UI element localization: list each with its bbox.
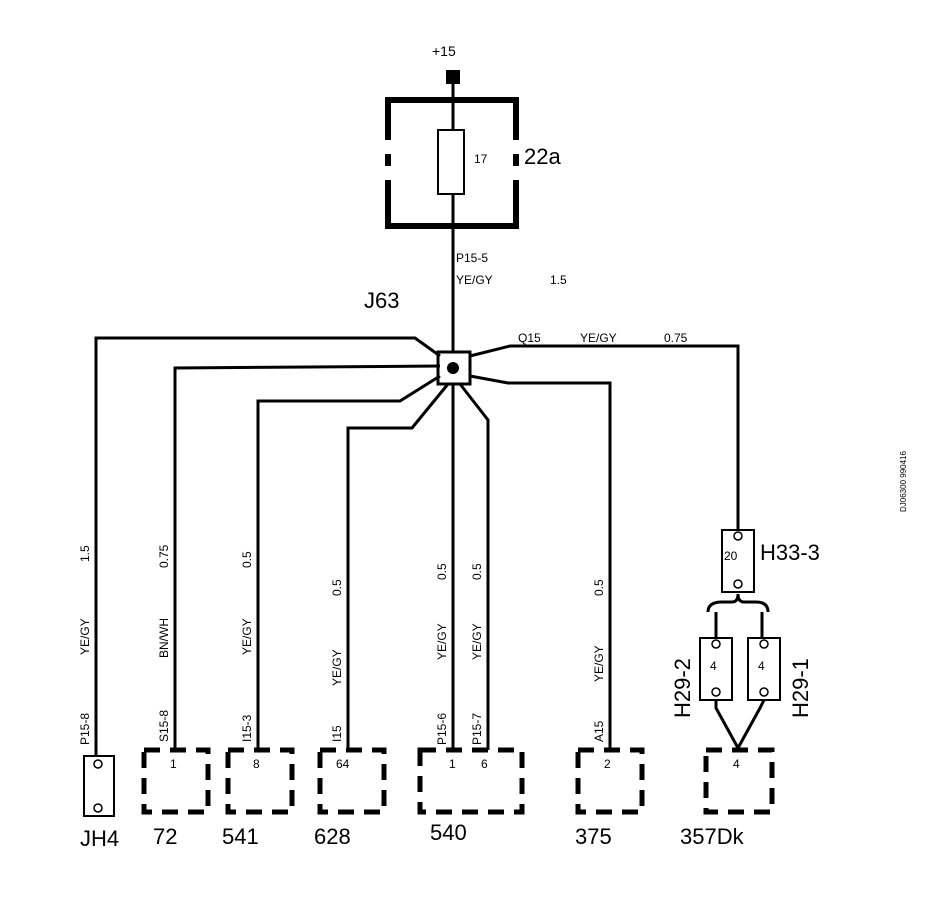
junction-label: J63 bbox=[364, 288, 399, 313]
connector-540-pin-b: 6 bbox=[481, 757, 488, 771]
h29-2-pin: 4 bbox=[710, 659, 717, 673]
wire-color: YE/GY bbox=[592, 645, 606, 682]
pin-bottom bbox=[711, 687, 721, 697]
wire-i15 bbox=[346, 383, 450, 750]
wire-size: 0.5 bbox=[435, 563, 449, 580]
pin-top bbox=[733, 531, 743, 541]
connector-628-label: 628 bbox=[314, 824, 351, 849]
pin-bottom bbox=[759, 687, 769, 697]
wire-color: YE/GY bbox=[435, 623, 449, 660]
wire-code: I15 bbox=[330, 725, 344, 742]
connector-540 bbox=[417, 747, 525, 815]
pin-top bbox=[711, 639, 721, 649]
wire-labels-s15-8: 0.75 BN/WH S15-8 bbox=[157, 544, 171, 742]
wire-s15-8 bbox=[173, 364, 441, 750]
connector-375-label: 375 bbox=[575, 824, 612, 849]
connector-375-pin: 2 bbox=[604, 757, 611, 771]
wire-labels-p15-6: 0.5 YE/GY P15-6 bbox=[435, 563, 449, 745]
connector-jh4-label: JH4 bbox=[80, 826, 119, 851]
wire-size: 0.5 bbox=[470, 563, 484, 580]
connector-375 bbox=[575, 747, 645, 815]
pin-bottom bbox=[93, 803, 103, 813]
h33-pin: 20 bbox=[724, 549, 738, 563]
wire-color: YE/GY bbox=[330, 649, 344, 686]
wire-code: P15-6 bbox=[435, 713, 449, 745]
wire-size: 1.5 bbox=[78, 545, 92, 562]
wire-color: BN/WH bbox=[157, 618, 171, 658]
fuse-number: 17 bbox=[474, 152, 488, 166]
wire-color: YE/GY bbox=[240, 618, 254, 655]
wire-color: YE/GY bbox=[470, 623, 484, 660]
h33-label: H33-3 bbox=[760, 540, 820, 565]
wire-code: S15-8 bbox=[157, 710, 171, 742]
connector-541 bbox=[225, 747, 295, 815]
connector-541-label: 541 bbox=[222, 824, 259, 849]
connector-72 bbox=[141, 747, 211, 815]
wire-labels-i15-3: 0.5 YE/GY I15-3 bbox=[240, 551, 254, 742]
pin-top bbox=[93, 759, 103, 769]
wire-code: P15-7 bbox=[470, 713, 484, 745]
supply-label: +15 bbox=[432, 43, 456, 59]
wire-a15 bbox=[469, 374, 612, 750]
wire-i15-3 bbox=[256, 374, 441, 750]
document-id: DJ06300 990416 bbox=[899, 451, 908, 512]
connector-628-pin: 64 bbox=[336, 757, 350, 771]
wire-code: A15 bbox=[592, 720, 606, 742]
wire-color: YE/GY bbox=[78, 618, 92, 655]
wire-labels-i15: 0.5 YE/GY I15 bbox=[330, 579, 344, 742]
connector-72-label: 72 bbox=[153, 824, 177, 849]
pin-top bbox=[759, 639, 769, 649]
wire-code: P15-8 bbox=[78, 713, 92, 745]
wire-size: 0.5 bbox=[330, 579, 344, 596]
fuse-box-label: 22a bbox=[524, 144, 561, 169]
connector-628 bbox=[317, 747, 387, 815]
main-wire-size: 1.5 bbox=[550, 273, 567, 287]
q15-code: Q15 bbox=[518, 331, 541, 345]
wire-p15-7 bbox=[458, 383, 490, 750]
connector-541-pin: 8 bbox=[253, 757, 260, 771]
wire-size: 0.5 bbox=[592, 579, 606, 596]
wire-code: I15-3 bbox=[240, 714, 254, 742]
connector-540-pin-a: 1 bbox=[449, 757, 456, 771]
splice-brace bbox=[706, 593, 770, 613]
pin-bottom bbox=[733, 579, 743, 589]
h29-1-label: H29-1 bbox=[788, 658, 813, 718]
wire-size: 0.75 bbox=[157, 544, 171, 568]
main-wire-code: P15-5 bbox=[456, 251, 488, 265]
connector-357dk-label: 357Dk bbox=[680, 824, 745, 849]
q15-size: 0.75 bbox=[664, 331, 688, 345]
h29-1-pin: 4 bbox=[758, 659, 765, 673]
wire-size: 0.5 bbox=[240, 551, 254, 568]
wire-h29-to-357dk bbox=[714, 699, 766, 752]
junction-node bbox=[447, 362, 459, 374]
wire-p15-8 bbox=[94, 336, 441, 756]
connector-357dk-pin: 4 bbox=[733, 757, 740, 771]
connector-72-pin: 1 bbox=[170, 757, 177, 771]
fuse-17 bbox=[437, 129, 465, 195]
wire-labels-a15: 0.5 YE/GY A15 bbox=[592, 579, 606, 742]
main-wire-color: YE/GY bbox=[456, 273, 493, 287]
supply-terminal bbox=[446, 70, 460, 84]
h29-2-label: H29-2 bbox=[670, 658, 695, 718]
wire-q15 bbox=[469, 344, 740, 532]
wire-labels-p15-7: 0.5 YE/GY P15-7 bbox=[470, 563, 484, 745]
fuse-box-22a bbox=[385, 97, 519, 229]
wire-labels-p15-8: 1.5 YE/GY P15-8 bbox=[78, 545, 92, 745]
q15-color: YE/GY bbox=[580, 331, 617, 345]
connector-357dk bbox=[703, 747, 775, 815]
connector-540-label: 540 bbox=[430, 820, 467, 845]
